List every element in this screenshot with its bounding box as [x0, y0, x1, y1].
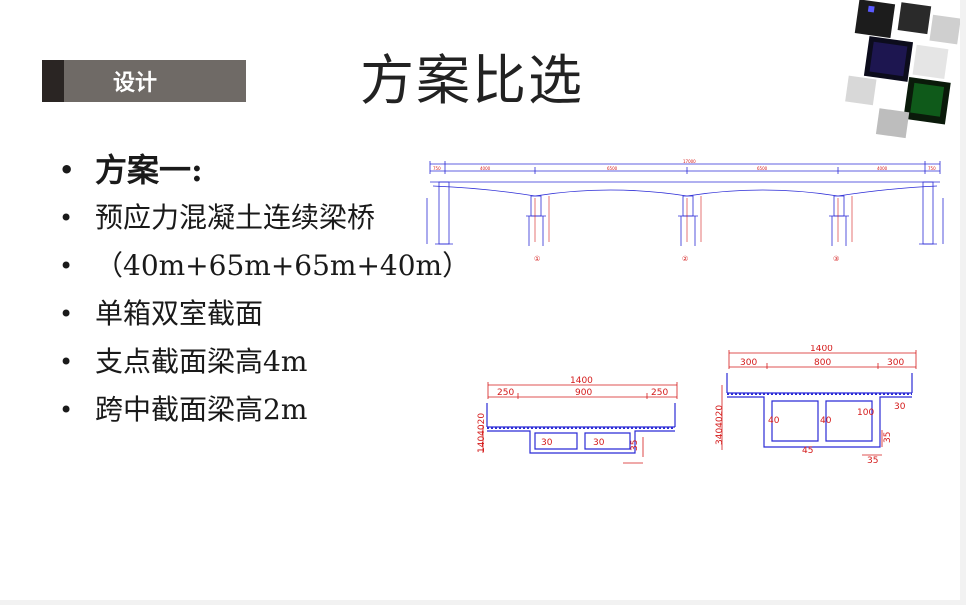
bullet-item: •预应力混凝土连续梁桥 — [59, 201, 376, 234]
elevation-span-4: 4000 — [877, 166, 888, 171]
bullet-item: •方案一: — [59, 151, 203, 189]
mid-part-left: 250 — [497, 388, 514, 398]
mid-heights: 1404020 — [477, 413, 487, 453]
mid-dim-2: 30 — [593, 438, 605, 448]
support-part-right: 300 — [887, 358, 904, 368]
pier-label-3: ③ — [833, 255, 839, 263]
support-dim-2: 40 — [820, 416, 832, 426]
bullet-text: 单箱双室截面 — [95, 297, 264, 330]
bridge-elevation-drawing: 17000 4000 6500 6500 4000 750 750 ① ② ③ — [426, 159, 944, 263]
tag-accent-bar — [42, 60, 64, 102]
mid-dim-3: 35 — [630, 440, 640, 451]
bullet-item: •（40m+65m+65m+40m） — [59, 249, 471, 282]
support-part-center: 800 — [814, 358, 831, 368]
mid-part-center: 900 — [575, 388, 592, 398]
support-dim-4: 30 — [894, 402, 906, 412]
pier-label-1: ① — [534, 255, 540, 263]
bullet-list: •方案一: •预应力混凝土连续梁桥 •（40m+65m+65m+40m） •单箱… — [55, 148, 470, 436]
decorative-cubes — [845, 0, 960, 139]
bullet-text: 支点截面梁高4m — [95, 345, 308, 378]
elevation-end-right: 750 — [928, 166, 936, 171]
elevation-span-3: 6500 — [757, 166, 768, 171]
pier-label-2: ② — [682, 255, 688, 263]
bullet-item: •跨中截面梁高2m — [59, 393, 308, 426]
elevation-span-1: 4000 — [480, 166, 491, 171]
support-heights: 3404020 — [715, 405, 725, 445]
support-part-left: 300 — [740, 358, 757, 368]
mid-part-right: 250 — [651, 388, 668, 398]
mid-dim-1: 30 — [541, 438, 553, 448]
support-dim-3: 100 — [857, 408, 874, 418]
bullet-item: •单箱双室截面 — [59, 297, 264, 330]
slide-title: 方案比选 — [360, 49, 584, 112]
bullet-text: 方案一: — [95, 151, 203, 189]
support-dim-6: 45 — [802, 446, 813, 456]
elevation-total: 17000 — [683, 159, 696, 164]
bullet-text: 跨中截面梁高2m — [95, 393, 308, 426]
elevation-span-2: 6500 — [607, 166, 618, 171]
support-dim-7: 35 — [867, 456, 878, 465]
midspan-section-drawing: 1400 250 900 250 30 30 35 1404020 — [477, 376, 678, 464]
section-tag: 设计 — [42, 60, 246, 102]
elevation-end-left: 750 — [433, 166, 441, 171]
bullet-text: 预应力混凝土连续梁桥 — [95, 201, 376, 234]
bullet-item: •支点截面梁高4m — [59, 345, 308, 378]
tag-label: 设计 — [112, 71, 157, 96]
support-dim-5: 35 — [883, 432, 893, 443]
mid-width: 1400 — [570, 376, 593, 386]
bullet-text: （40m+65m+65m+40m） — [95, 249, 471, 282]
support-section-drawing: 1400 300 800 300 40 40 100 30 35 45 35 3… — [715, 345, 917, 465]
support-dim-1: 40 — [768, 416, 780, 426]
support-width: 1400 — [810, 345, 833, 354]
